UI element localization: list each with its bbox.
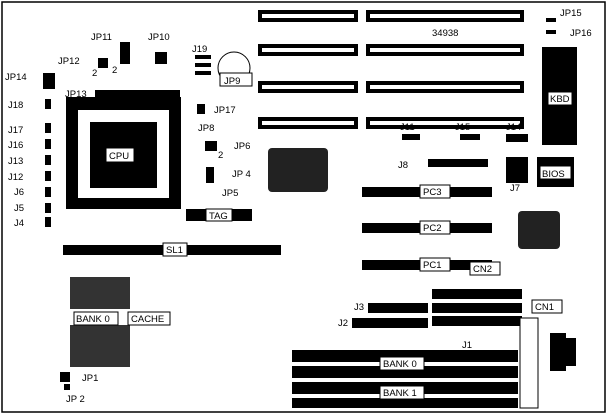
j13-label: J13 [8, 156, 23, 167]
svg-text:2: 2 [218, 150, 223, 161]
j17-label: J17 [8, 125, 23, 136]
jp10-label: JP10 [148, 32, 170, 43]
simm-bank1b [292, 398, 518, 408]
j11-label: J11 [400, 122, 415, 133]
jp13-label: JP13 [65, 89, 87, 100]
jp11-label: JP11 [91, 32, 112, 43]
svg-text:2: 2 [112, 65, 117, 76]
j16-label: J16 [8, 140, 23, 151]
simm-bank0 [292, 350, 518, 362]
j7-label: J7 [510, 183, 520, 194]
cn2-label: CN2 [473, 264, 492, 275]
cache-chip [70, 325, 130, 367]
j8-header [428, 159, 488, 167]
pc3-label: PC3 [423, 187, 441, 198]
bios-label: BIOS [542, 169, 565, 180]
board-number: 34938 [432, 28, 458, 39]
cpu-label: CPU [109, 151, 129, 162]
j8-label: J8 [398, 160, 408, 171]
j4-label: J4 [14, 218, 24, 229]
simm-bank0-label: BANK 0 [383, 359, 417, 370]
svg-text:2: 2 [92, 68, 97, 79]
j1-label: J1 [462, 340, 472, 351]
kbd-label: KBD [550, 94, 570, 105]
j3-header [368, 303, 428, 313]
j2-header [352, 318, 428, 328]
jp4-label: JP 4 [232, 169, 251, 180]
cn1-header [432, 303, 522, 313]
jp17-label: JP17 [214, 105, 236, 116]
jp8-label: JP8 [198, 123, 214, 134]
jp15-label: JP15 [560, 8, 582, 19]
j7-header [506, 157, 528, 183]
jp5-label: JP5 [222, 188, 238, 199]
tag-label: TAG [209, 211, 228, 222]
cache-label: CACHE [131, 314, 164, 325]
jp6-label: JP6 [234, 141, 250, 152]
jp12-label: JP12 [58, 56, 80, 67]
jp9-label: JP9 [224, 76, 240, 87]
jp2-label: JP 2 [66, 394, 85, 405]
cn2-header [432, 289, 522, 299]
cache-bank0-label: BANK 0 [76, 314, 110, 325]
sl1-label: SL1 [166, 245, 183, 256]
j18-label: J18 [8, 100, 23, 111]
j3-label: J3 [354, 302, 364, 313]
jp16-label: JP16 [570, 28, 592, 39]
cn1-label: CN1 [535, 302, 554, 313]
j2-label: J2 [338, 318, 348, 329]
chipset-chip [268, 148, 328, 192]
j5-label: J5 [14, 203, 24, 214]
io-connector [550, 333, 566, 371]
j14-label: J14 [506, 122, 521, 133]
j6-label: J6 [14, 187, 24, 198]
pc2-label: PC2 [423, 223, 441, 234]
pc1-label: PC1 [423, 260, 441, 271]
simm-bank0b [292, 366, 518, 378]
j1-header [432, 316, 522, 326]
chipset-chip [518, 211, 560, 249]
simm-bank1-label: BANK 1 [383, 388, 417, 399]
jp14-label: JP14 [5, 72, 27, 83]
power-connector [519, 317, 539, 409]
j12-label: J12 [8, 172, 23, 183]
j15-label: J15 [455, 122, 470, 133]
jp1-label: JP1 [82, 373, 98, 384]
j19-label: J19 [192, 44, 207, 55]
cache-chip [70, 277, 130, 309]
